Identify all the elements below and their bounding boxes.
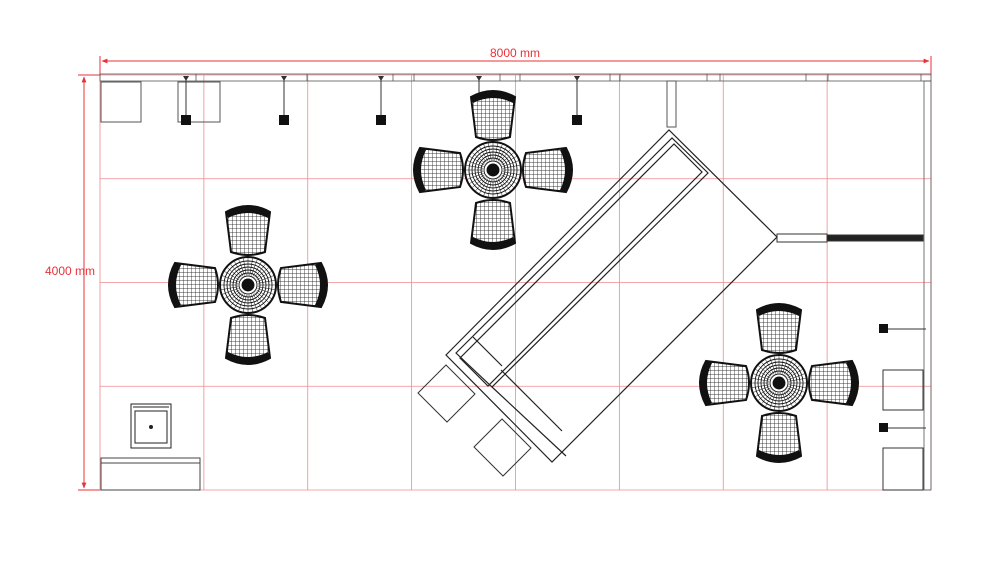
chair-icon — [755, 303, 803, 354]
chair-icon — [469, 199, 517, 250]
chair-icon — [413, 146, 464, 194]
chair-icon — [522, 146, 573, 194]
back-wall — [99, 73, 932, 82]
display-stand — [130, 403, 172, 449]
chair-icon — [469, 90, 517, 141]
chair-icon — [168, 261, 219, 309]
spot-light-icon — [376, 76, 386, 125]
spot-light-icon — [279, 76, 289, 125]
chair-icon — [755, 412, 803, 463]
counter — [445, 129, 778, 463]
table-group-top-center — [413, 90, 573, 250]
width-dimension: 8000 mm — [99, 46, 932, 76]
table-group-right — [699, 303, 859, 463]
right-wall — [923, 80, 932, 491]
chair-icon — [224, 205, 272, 256]
right-lights — [879, 324, 926, 432]
shelf-unit — [100, 457, 201, 491]
chair-icon — [808, 359, 859, 407]
spot-light-icon — [572, 76, 582, 125]
spot-light-icon — [181, 76, 191, 125]
table-group-left — [168, 205, 328, 365]
wall-lights — [181, 76, 582, 125]
round-table-icon — [219, 256, 277, 314]
chair-icon — [277, 261, 328, 309]
round-table-icon — [464, 141, 522, 199]
storage-boxes — [100, 81, 221, 123]
height-label: 4000 mm — [45, 264, 95, 278]
stools — [417, 364, 532, 477]
table-groups — [168, 90, 859, 463]
divider-panel — [666, 80, 677, 128]
width-label: 8000 mm — [490, 46, 540, 60]
chair-icon — [699, 359, 750, 407]
screens — [776, 233, 924, 491]
height-dimension: 4000 mm — [45, 74, 100, 491]
chair-icon — [224, 314, 272, 365]
round-table-icon — [750, 354, 808, 412]
